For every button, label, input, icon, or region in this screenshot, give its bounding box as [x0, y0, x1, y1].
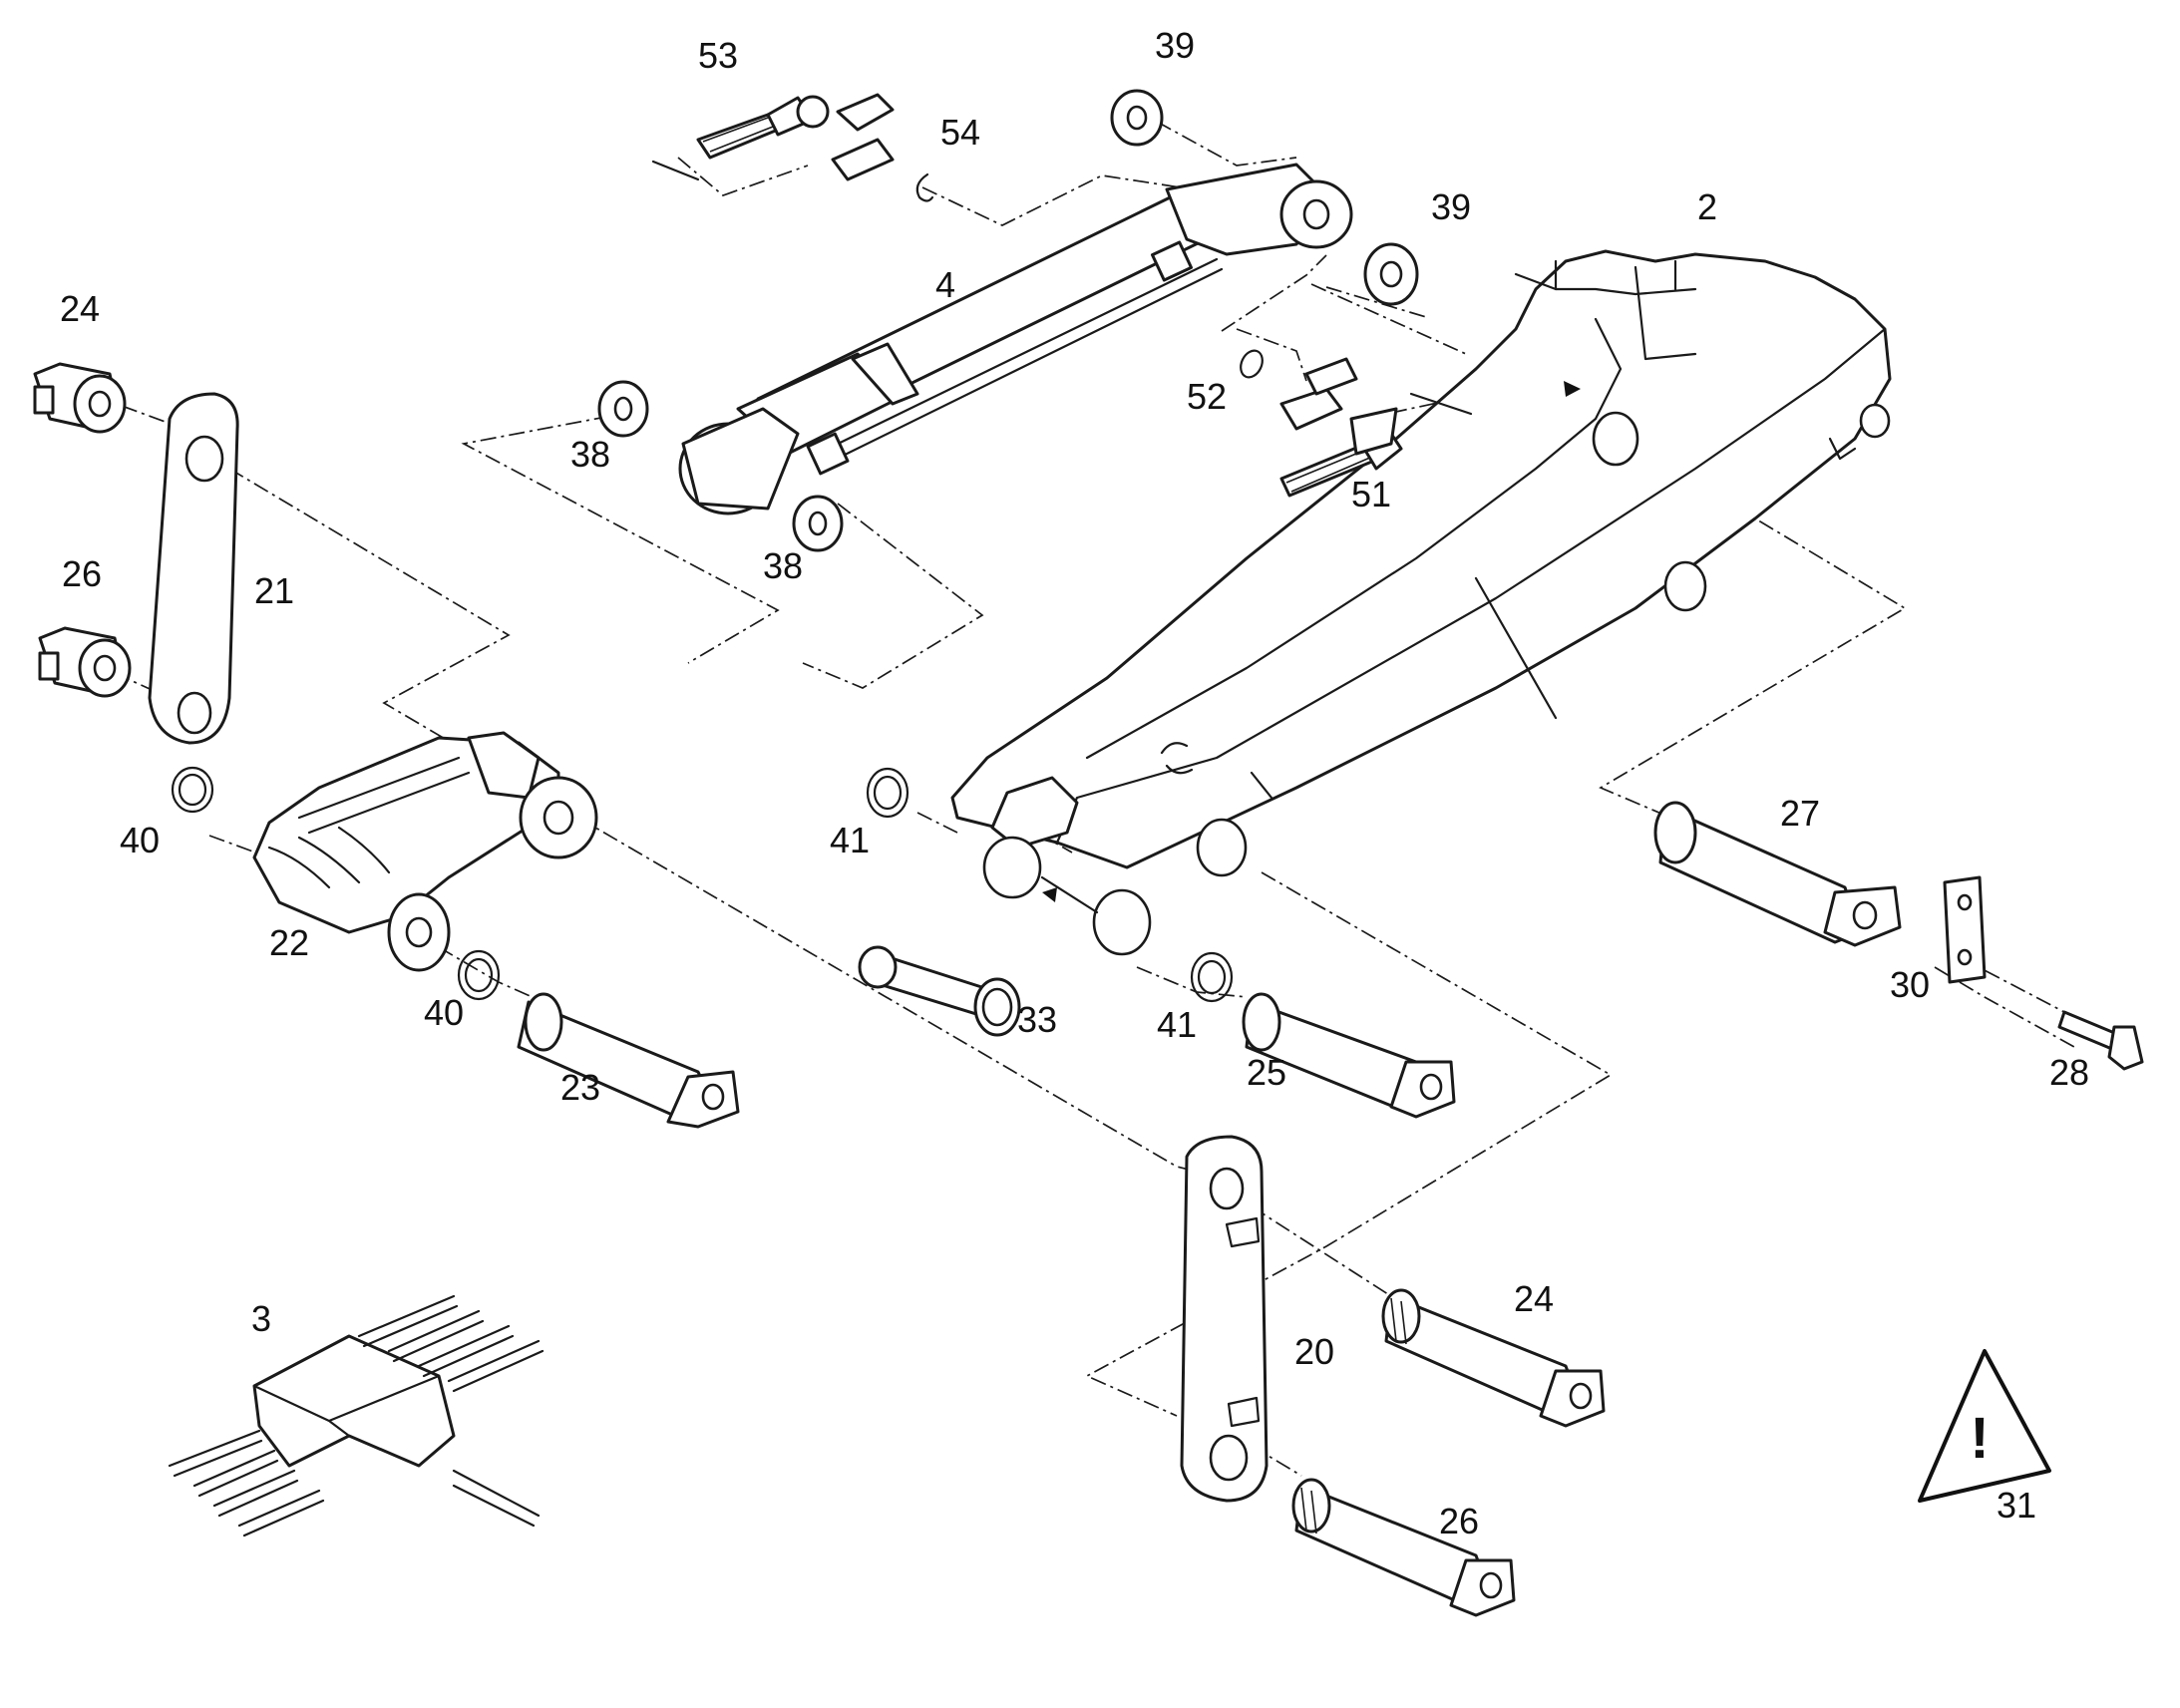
o-ring-52	[1240, 349, 1264, 379]
washer-39b	[1363, 242, 1419, 306]
callout-39b: 39	[1431, 186, 1471, 227]
callout-31: 31	[1997, 1485, 2036, 1526]
washers	[171, 89, 1419, 1003]
callout-26a: 26	[62, 553, 102, 594]
pin-23	[517, 992, 740, 1129]
hose-fitting-51	[1279, 357, 1473, 498]
hose-fitting-53	[651, 93, 895, 181]
callout-39a: 39	[1155, 25, 1195, 66]
callout-23: 23	[560, 1067, 600, 1108]
nut-26a	[38, 626, 132, 698]
callout-41a: 41	[830, 820, 870, 860]
callout-24b: 24	[1514, 1278, 1554, 1319]
bolt-28	[2057, 1010, 2144, 1071]
callout-38a: 38	[570, 434, 610, 475]
callout-40a: 40	[120, 820, 160, 860]
link-part-20	[1180, 1135, 1269, 1503]
pin-33	[858, 945, 1021, 1037]
warning-triangle-icon: !	[1918, 1349, 2051, 1503]
linkage-part-21	[148, 392, 239, 745]
pin-26b	[1291, 1478, 1516, 1617]
nut-24a	[33, 362, 127, 434]
rocker-part-22	[252, 731, 598, 972]
callout-51: 51	[1351, 474, 1391, 514]
callout-2: 2	[1697, 186, 1717, 227]
callout-25: 25	[1247, 1052, 1286, 1093]
svg-text:!: !	[1970, 1406, 1989, 1471]
callout-20: 20	[1294, 1331, 1334, 1372]
cylinder-part-4	[678, 163, 1353, 515]
callout-33: 33	[1017, 999, 1057, 1040]
valve-block-part-3	[168, 1294, 545, 1537]
callout-26b: 26	[1439, 1501, 1479, 1541]
callout-21: 21	[254, 570, 294, 611]
ring-40b	[457, 949, 501, 1001]
callout-38b: 38	[763, 545, 803, 586]
callout-3: 3	[251, 1298, 271, 1339]
pin-24b	[1381, 1288, 1606, 1428]
callout-24a: 24	[60, 288, 100, 329]
callout-53: 53	[698, 35, 738, 76]
boom-part-2	[950, 249, 1892, 956]
washer-38b	[792, 495, 844, 552]
callout-30: 30	[1890, 964, 1930, 1005]
ring-41a	[866, 767, 909, 819]
ring-41b	[1190, 951, 1234, 1003]
callout-41b: 41	[1157, 1004, 1197, 1045]
pin-27	[1653, 801, 1902, 947]
callout-40b: 40	[424, 992, 464, 1033]
washer-38a	[597, 380, 649, 438]
callout-28: 28	[2049, 1052, 2089, 1093]
washer-39a	[1110, 89, 1164, 147]
callout-54: 54	[940, 112, 980, 153]
ring-40a	[171, 766, 214, 814]
callout-52: 52	[1187, 376, 1227, 417]
clip-54	[915, 172, 934, 202]
callout-22: 22	[269, 922, 309, 963]
callout-27: 27	[1780, 793, 1820, 834]
plate-30	[1943, 875, 1987, 984]
callout-4: 4	[935, 264, 955, 305]
pin-25	[1242, 992, 1456, 1119]
